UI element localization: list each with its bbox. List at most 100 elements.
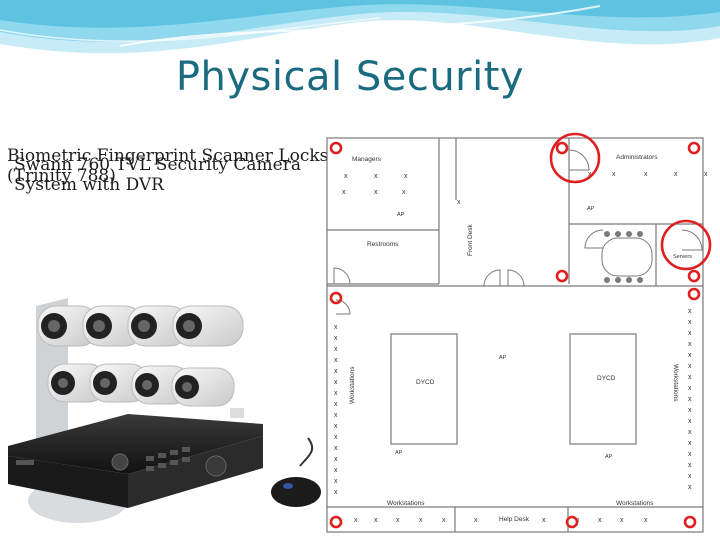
room-label-dycd-right: DYCD xyxy=(597,375,616,382)
ap-label-3: AP xyxy=(499,355,507,361)
workstation-x-mark: x xyxy=(674,171,678,178)
workstation-x-mark: x xyxy=(644,171,648,178)
workstation-x-mark: x xyxy=(688,396,692,403)
workstation-x-mark: x xyxy=(374,517,378,524)
camera-dvr-photo xyxy=(8,298,321,523)
lock-marker xyxy=(565,515,579,529)
caption-locks: Biometric Fingerprint Scanner Locks (Tri… xyxy=(7,146,328,186)
workstation-x-mark: x xyxy=(396,517,400,524)
workstation-x-mark: x xyxy=(334,423,338,430)
room-label-restrooms: Restrooms xyxy=(367,241,399,248)
ap-label-5: AP xyxy=(605,454,613,460)
workstation-x-mark: x xyxy=(688,484,692,491)
workstation-x-mark: x xyxy=(688,462,692,469)
workstation-x-mark: x xyxy=(334,324,338,331)
workstation-x-mark: x xyxy=(334,368,338,375)
workstation-x-mark: x xyxy=(704,171,708,178)
ap-label-1: AP xyxy=(397,212,405,218)
dvr-icon xyxy=(8,414,263,508)
workstation-x-mark: x xyxy=(688,451,692,458)
workstation-x-mark: x xyxy=(342,189,346,196)
workstation-x-mark: x xyxy=(334,401,338,408)
conference-table xyxy=(601,231,653,283)
workstation-x-mark: x xyxy=(404,173,408,180)
workstation-x-mark: x xyxy=(374,189,378,196)
workstation-x-mark: x xyxy=(688,330,692,337)
lock-marker xyxy=(555,141,569,155)
workstation-x-mark: x xyxy=(688,473,692,480)
workstation-x-mark: x xyxy=(334,412,338,419)
workstation-x-mark: x xyxy=(334,335,338,342)
camera-icon xyxy=(37,305,244,418)
lock-marker xyxy=(329,141,343,155)
room-label-servers: Servers xyxy=(673,254,692,260)
room-label-workstations-left-side: Workstations xyxy=(349,366,356,404)
caption-line-4: System with DVR xyxy=(14,175,164,195)
caption-camera: Swann 760 TVL Security Camera System wit… xyxy=(14,155,301,195)
workstation-x-mark: x xyxy=(588,171,592,178)
lock-markers xyxy=(329,132,712,529)
workstation-x-mark: x xyxy=(620,517,624,524)
workstation-x-mark: x xyxy=(688,341,692,348)
workstation-x-mark: x xyxy=(688,385,692,392)
floor-plan-walls xyxy=(326,137,704,533)
page-title: Physical Security xyxy=(175,54,525,100)
room-label-workstations-bottom-left: Workstations xyxy=(387,500,425,507)
workstation-x-mark: x xyxy=(688,308,692,315)
room-label-managers: Managers xyxy=(352,156,382,163)
lock-marker-highlight xyxy=(660,219,712,271)
workstation-x-mark: x xyxy=(598,517,602,524)
header-wave-decoration xyxy=(0,0,720,54)
floor-plan: Managers Administrators Restrooms Front … xyxy=(326,132,712,533)
workstation-x-mark: x xyxy=(334,445,338,452)
workstation-x-mark: x xyxy=(402,189,406,196)
workstation-x-mark: x xyxy=(334,390,338,397)
lock-marker xyxy=(687,287,701,301)
workstation-x-mark: x xyxy=(419,517,423,524)
workstation-x-mark: x xyxy=(334,434,338,441)
caption-line-1: Biometric Fingerprint Scanner Locks xyxy=(7,146,329,166)
workstation-x-mark: x xyxy=(688,407,692,414)
workstation-x-mark: x xyxy=(688,363,692,370)
workstation-x-mark: x xyxy=(457,199,461,206)
workstation-x-mark: x xyxy=(334,379,338,386)
caption-line-2: (Trinity 788) xyxy=(7,166,116,186)
room-label-workstations-bottom-right: Workstations xyxy=(616,500,654,507)
workstation-x-mark: x xyxy=(474,517,478,524)
workstation-x-mark: x xyxy=(688,319,692,326)
lock-marker-highlight xyxy=(549,132,601,184)
ap-label-2: AP xyxy=(587,206,595,212)
workstation-x-mark: x xyxy=(354,517,358,524)
workstation-x-mark: x xyxy=(442,517,446,524)
workstation-x-mark: x xyxy=(542,517,546,524)
workstation-x-mark: x xyxy=(374,173,378,180)
room-label-front-desk: Front Desk xyxy=(467,223,474,256)
lock-marker xyxy=(555,269,569,283)
workstation-x-mark: x xyxy=(344,173,348,180)
workstation-x-mark: x xyxy=(334,467,338,474)
workstation-x-mark: x xyxy=(688,374,692,381)
lock-marker xyxy=(683,515,697,529)
workstation-x-mark: x xyxy=(688,352,692,359)
workstation-x-mark: x xyxy=(644,517,648,524)
workstation-x-mark: x xyxy=(334,478,338,485)
room-label-administrators: Administrators xyxy=(616,154,658,161)
lock-marker xyxy=(329,291,343,305)
mouse-icon xyxy=(271,437,321,507)
lock-marker xyxy=(687,141,701,155)
lock-marker xyxy=(687,269,701,283)
workstation-x-mark: x xyxy=(334,489,338,496)
door-swings xyxy=(333,149,703,315)
workstation-x-mark: x xyxy=(334,346,338,353)
ap-label-4: AP xyxy=(395,450,403,456)
workstation-x-mark: x xyxy=(688,418,692,425)
lock-marker xyxy=(329,515,343,529)
workstation-x-mark: x xyxy=(688,429,692,436)
caption-line-3: Swann 760 TVL Security Camera xyxy=(14,155,301,175)
workstation-x-mark: x xyxy=(688,440,692,447)
workstation-x-mark: x xyxy=(612,171,616,178)
room-label-dycd-left: DYCD xyxy=(416,379,435,386)
workstation-x-mark: x xyxy=(334,357,338,364)
room-label-help-desk: Help Desk xyxy=(499,516,530,523)
